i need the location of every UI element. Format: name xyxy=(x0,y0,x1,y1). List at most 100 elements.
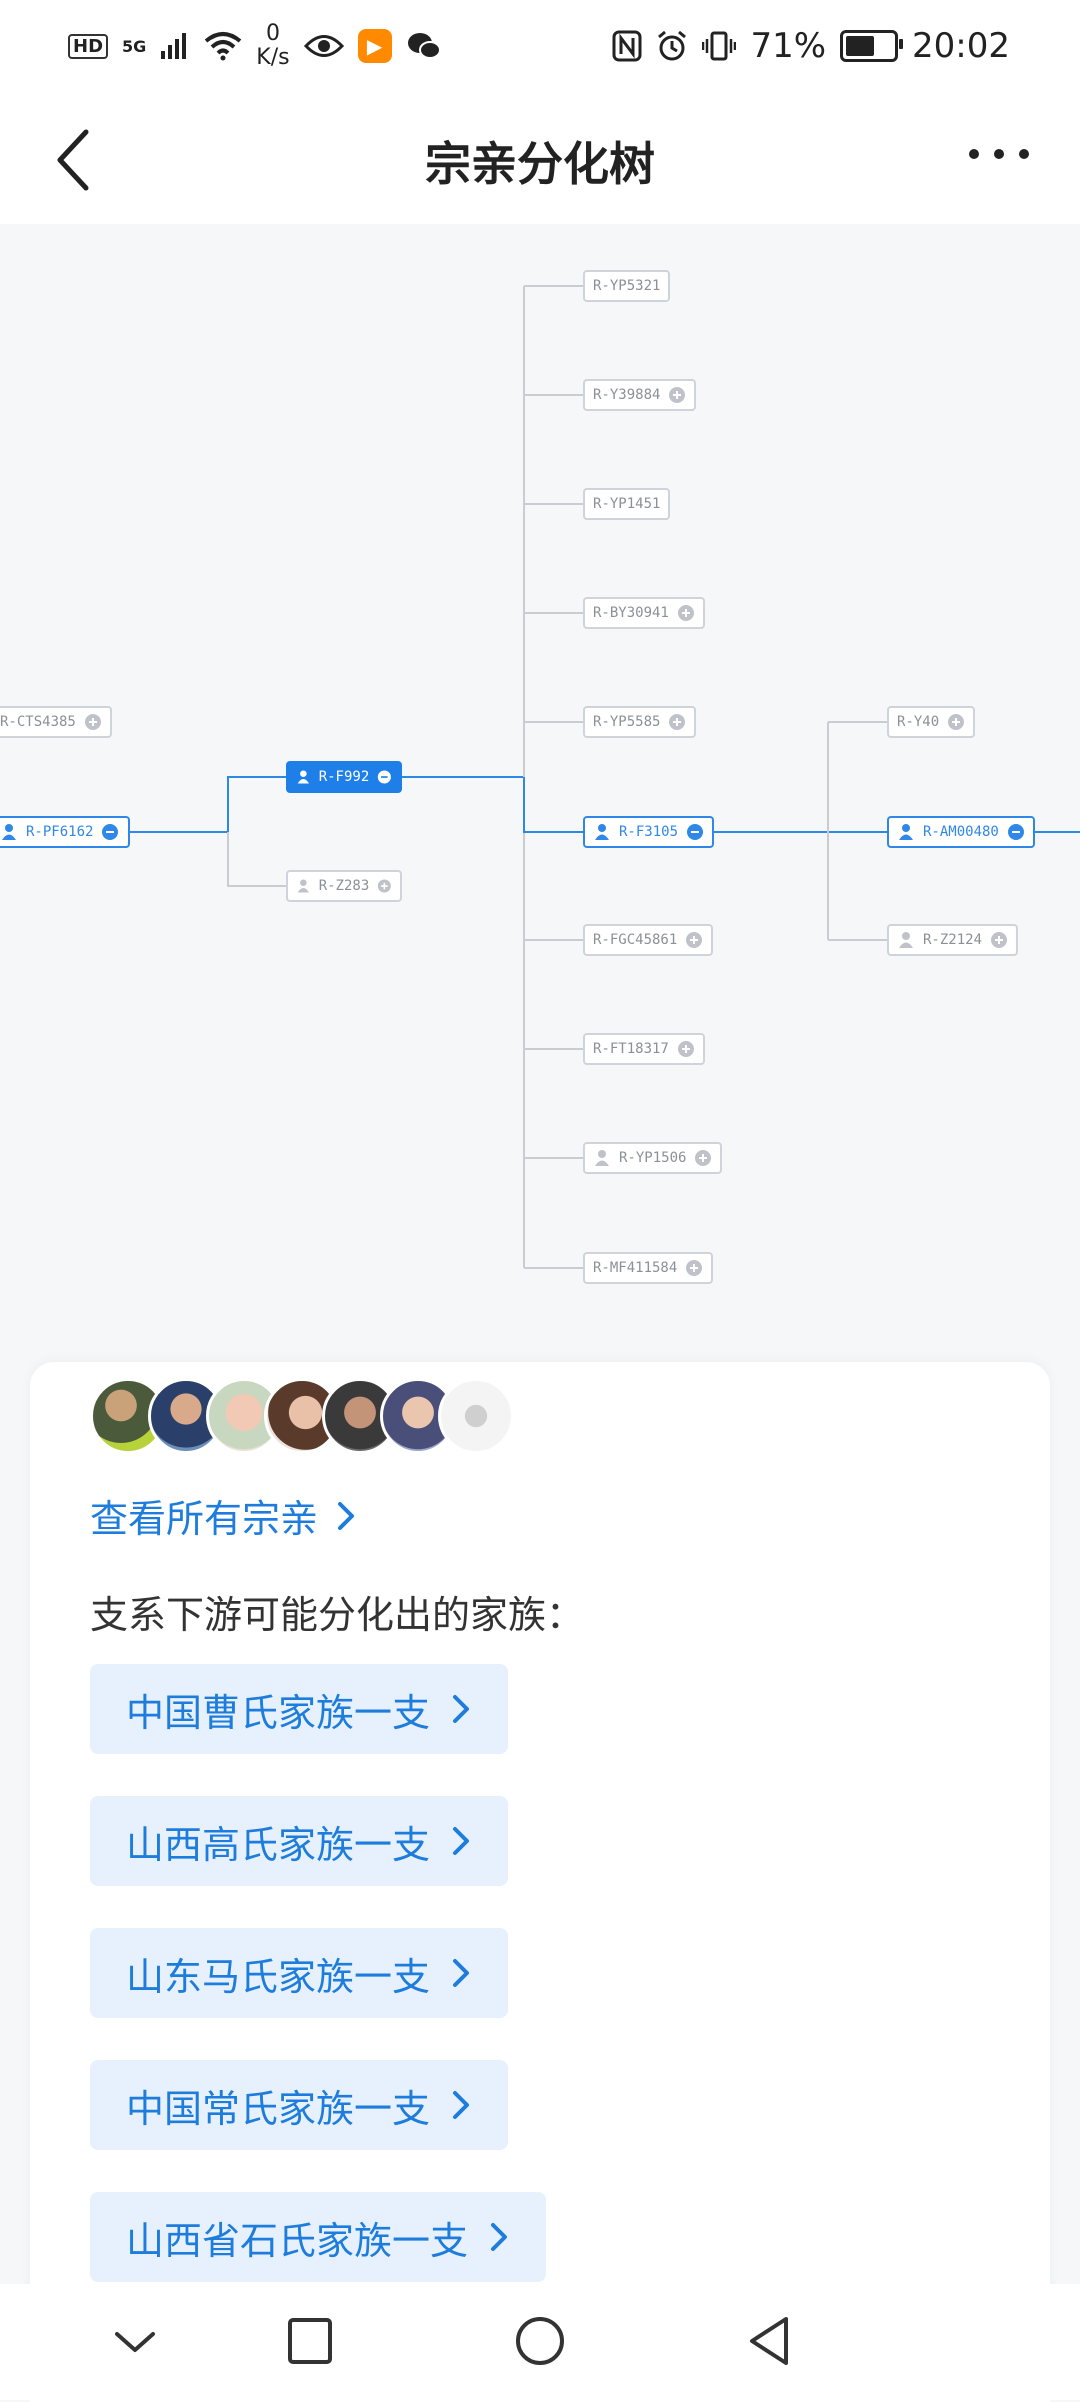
downstream-families-label: 支系下游可能分化出的家族： xyxy=(90,1593,585,1637)
expand-icon[interactable] xyxy=(990,931,1008,949)
tree-node-am00480[interactable]: R-AM00480 xyxy=(887,816,1035,848)
tree-connectors xyxy=(128,285,1080,1269)
tree-node-f3105[interactable]: R-F3105 xyxy=(583,816,715,848)
person-icon xyxy=(297,879,310,893)
nav-recents-icon[interactable] xyxy=(280,2314,340,2370)
more-icon[interactable] xyxy=(966,142,1032,166)
expand-icon[interactable] xyxy=(84,713,102,731)
family-button-shi[interactable]: 山西省石氏家族一支 xyxy=(90,2192,547,2282)
expand-icon[interactable] xyxy=(668,713,686,731)
tree-node-y39884[interactable]: R-Y39884 xyxy=(583,379,697,411)
tree-node-yp1451[interactable]: R-YP1451 xyxy=(583,488,671,520)
collapse-icon[interactable] xyxy=(1007,823,1025,841)
node-label: R-PF6162 xyxy=(26,824,94,840)
node-label: R-AM00480 xyxy=(923,824,999,840)
lineage-info-card: 查看所有宗亲 支系下游可能分化出的家族： 中国曹氏家族一支 山西高氏家族一支 山… xyxy=(30,1362,1050,2402)
chevron-right-icon xyxy=(453,2091,470,2119)
member-avatars[interactable] xyxy=(90,1378,550,1458)
node-label: R-Y39884 xyxy=(593,387,661,403)
node-label: R-Z2124 xyxy=(923,932,983,948)
tree-node-by30941[interactable]: R-BY30941 xyxy=(583,597,705,629)
collapse-icon[interactable] xyxy=(101,823,119,841)
tree-node-yp5321[interactable]: R-YP5321 xyxy=(583,270,671,302)
node-label: R-YP5585 xyxy=(593,714,661,730)
page-title: 宗亲分化树 xyxy=(425,137,655,191)
node-label: R-BY30941 xyxy=(593,605,669,621)
battery-icon xyxy=(840,30,904,62)
battery-fill xyxy=(846,36,875,56)
nav-down-icon[interactable] xyxy=(105,2314,165,2370)
expand-icon[interactable] xyxy=(947,713,965,731)
node-label: R-YP1451 xyxy=(593,496,661,512)
family-label: 中国常氏家族一支 xyxy=(126,2086,431,2131)
view-all-relatives-link[interactable]: 查看所有宗亲 xyxy=(90,1488,356,1543)
expand-icon[interactable] xyxy=(685,1259,703,1277)
net-speed-unit: K/s xyxy=(256,45,290,70)
expand-icon[interactable] xyxy=(677,1040,695,1058)
person-icon xyxy=(899,824,913,840)
status-bar: HD 5G 0 K/s ▶ xyxy=(0,0,1080,92)
app-header: 宗亲分化树 xyxy=(0,92,1080,224)
nav-home-icon[interactable] xyxy=(510,2314,570,2370)
network-type: 5G xyxy=(122,36,147,56)
tree-node-ft18317[interactable]: R-FT18317 xyxy=(583,1033,705,1065)
expand-icon[interactable] xyxy=(668,386,686,404)
chevron-right-icon xyxy=(338,1501,355,1530)
tree-node-f992[interactable]: R-F992 xyxy=(286,761,402,793)
node-label: R-FT18317 xyxy=(593,1041,669,1057)
person-icon xyxy=(2,824,16,840)
tree-node-pf6162[interactable]: R-PF6162 xyxy=(0,816,130,848)
wechat-icon xyxy=(407,33,441,59)
expand-icon[interactable] xyxy=(694,1149,712,1167)
family-button-gao[interactable]: 山西高氏家族一支 xyxy=(90,1796,509,1886)
chevron-right-icon xyxy=(453,1959,470,1987)
node-label: R-YP1506 xyxy=(619,1150,687,1166)
person-icon xyxy=(297,770,310,784)
chevron-right-icon xyxy=(453,1827,470,1855)
collapse-icon[interactable] xyxy=(686,823,704,841)
avatar xyxy=(206,1378,282,1454)
eye-icon xyxy=(303,35,344,57)
lineage-tree[interactable]: R-CTS4385 R-PF6162 R-F992 R-Z283 R-YP532… xyxy=(0,224,1080,1364)
tree-node-yp5585[interactable]: R-YP5585 xyxy=(583,706,697,738)
person-icon xyxy=(899,932,913,948)
expand-icon[interactable] xyxy=(377,877,392,895)
tree-node-fgc45861[interactable]: R-FGC45861 xyxy=(583,924,714,956)
family-button-cao[interactable]: 中国曹氏家族一支 xyxy=(90,1664,509,1754)
back-arrow-icon[interactable] xyxy=(46,120,106,200)
wifi-icon xyxy=(205,32,242,61)
family-label: 山西高氏家族一支 xyxy=(126,1822,431,1867)
chevron-right-icon xyxy=(453,1695,470,1723)
node-label: R-CTS4385 xyxy=(0,714,76,730)
family-label: 山西省石氏家族一支 xyxy=(126,2218,469,2263)
node-label: R-Y40 xyxy=(897,714,940,730)
node-label: R-F992 xyxy=(318,769,370,785)
node-label: R-YP5321 xyxy=(593,278,661,294)
collapse-icon[interactable] xyxy=(377,768,392,786)
tree-node-yp1506[interactable]: R-YP1506 xyxy=(583,1142,723,1174)
vibrate-icon xyxy=(702,31,737,61)
nav-back-icon[interactable] xyxy=(740,2314,800,2370)
video-app-icon: ▶ xyxy=(357,29,392,63)
tree-node-z283[interactable]: R-Z283 xyxy=(286,870,402,902)
alarm-icon xyxy=(658,30,687,61)
family-button-ma[interactable]: 山东马氏家族一支 xyxy=(90,1928,509,2018)
expand-icon[interactable] xyxy=(677,604,695,622)
tree-node-z2124[interactable]: R-Z2124 xyxy=(887,924,1019,956)
family-label: 山东马氏家族一支 xyxy=(126,1954,431,1999)
view-all-label: 查看所有宗亲 xyxy=(90,1497,319,1541)
node-label: R-Z283 xyxy=(318,878,370,894)
hd-badge: HD xyxy=(68,33,109,59)
tree-node-y40[interactable]: R-Y40 xyxy=(887,706,976,738)
family-label: 中国曹氏家族一支 xyxy=(126,1690,431,1735)
status-right: 71% 20:02 xyxy=(612,0,1010,92)
family-button-chang[interactable]: 中国常氏家族一支 xyxy=(90,2060,509,2150)
person-icon xyxy=(595,824,609,840)
signal-icon xyxy=(161,33,187,59)
tree-node-cts4385[interactable]: R-CTS4385 xyxy=(0,706,112,738)
system-nav-bar xyxy=(0,2284,1080,2400)
avatar xyxy=(438,1378,514,1454)
expand-icon[interactable] xyxy=(685,931,703,949)
net-speed-value: 0 xyxy=(265,21,280,46)
tree-node-mf411584[interactable]: R-MF411584 xyxy=(583,1252,714,1284)
